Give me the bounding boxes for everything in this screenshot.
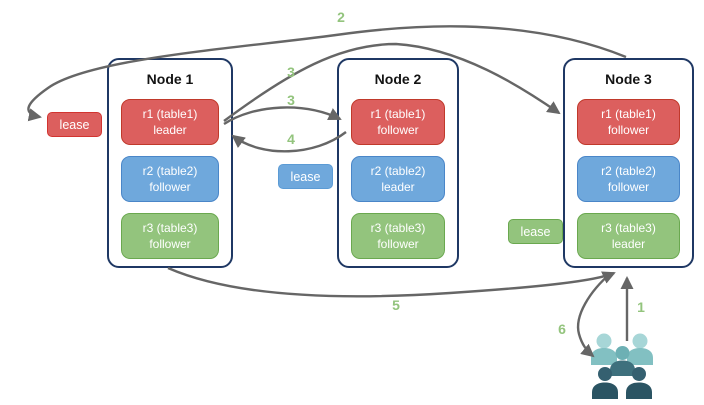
replica-role: leader bbox=[381, 180, 415, 194]
node-2-replica-r3: r3 (table3) follower bbox=[351, 213, 445, 259]
replica-label: r1 (table1) bbox=[601, 106, 656, 121]
step-label-4: 4 bbox=[287, 131, 295, 147]
replica-label: r1 (table1) bbox=[142, 106, 198, 121]
step-label-3b: 3 bbox=[287, 92, 295, 108]
replica-label: r2 (table2) bbox=[601, 163, 656, 178]
replica-role: follower bbox=[149, 180, 191, 194]
replica-label: r2 (table2) bbox=[142, 163, 198, 178]
person-back-right bbox=[627, 333, 653, 365]
person-middle bbox=[610, 346, 635, 376]
step-label-3a: 3 bbox=[287, 64, 295, 80]
person-back-left bbox=[591, 333, 617, 365]
users-group-icon bbox=[590, 329, 660, 401]
replica-role: follower bbox=[149, 237, 191, 251]
replica-label: r1 (table1) bbox=[370, 106, 426, 121]
replica-label: r2 (table2) bbox=[370, 163, 426, 178]
node-1: Node 1 r1 (table1) leader r2 (table2) fo… bbox=[107, 58, 233, 268]
step-label-1: 1 bbox=[637, 299, 645, 315]
lease-badge-table2: lease bbox=[278, 164, 333, 189]
arrow-step-3-node1-to-node2 bbox=[223, 106, 342, 126]
replica-role: follower bbox=[377, 237, 419, 251]
replica-label: r3 (table3) bbox=[142, 220, 198, 235]
node-2-replica-r2: r2 (table2) leader bbox=[351, 156, 445, 202]
step-label-2: 2 bbox=[337, 9, 345, 25]
node-2-replica-r1: r1 (table1) follower bbox=[351, 99, 445, 145]
node-2: Node 2 r1 (table1) follower r2 (table2) … bbox=[337, 58, 459, 268]
node-3: Node 3 r1 (table1) follower r2 (table2) … bbox=[563, 58, 694, 268]
person-front-left bbox=[592, 367, 618, 399]
node-3-replica-r2: r2 (table2) follower bbox=[577, 156, 680, 202]
node-1-replica-r3: r3 (table3) follower bbox=[121, 213, 219, 259]
node-2-title: Node 2 bbox=[374, 71, 422, 87]
node-3-title: Node 3 bbox=[605, 71, 652, 87]
node-3-replica-r1: r1 (table1) follower bbox=[577, 99, 680, 145]
replica-role: follower bbox=[377, 123, 419, 137]
lease-badge-table1: lease bbox=[47, 112, 102, 137]
replica-role: follower bbox=[607, 180, 650, 194]
node-1-replica-r1: r1 (table1) leader bbox=[121, 99, 219, 145]
step-label-6: 6 bbox=[558, 321, 566, 337]
replica-label: r3 (table3) bbox=[370, 220, 426, 235]
replica-role: leader bbox=[153, 123, 187, 137]
person-front-right bbox=[626, 367, 652, 399]
node-3-replica-r3: r3 (table3) leader bbox=[577, 213, 680, 259]
replica-label: r3 (table3) bbox=[601, 220, 656, 235]
replica-role: follower bbox=[607, 123, 650, 137]
arrow-step-5-node1-to-node3 bbox=[167, 266, 616, 298]
replica-role: leader bbox=[611, 237, 646, 251]
node-1-replica-r2: r2 (table2) follower bbox=[121, 156, 219, 202]
step-label-5: 5 bbox=[392, 297, 400, 313]
node-1-title: Node 1 bbox=[146, 71, 194, 87]
lease-badge-table3: lease bbox=[508, 219, 563, 244]
